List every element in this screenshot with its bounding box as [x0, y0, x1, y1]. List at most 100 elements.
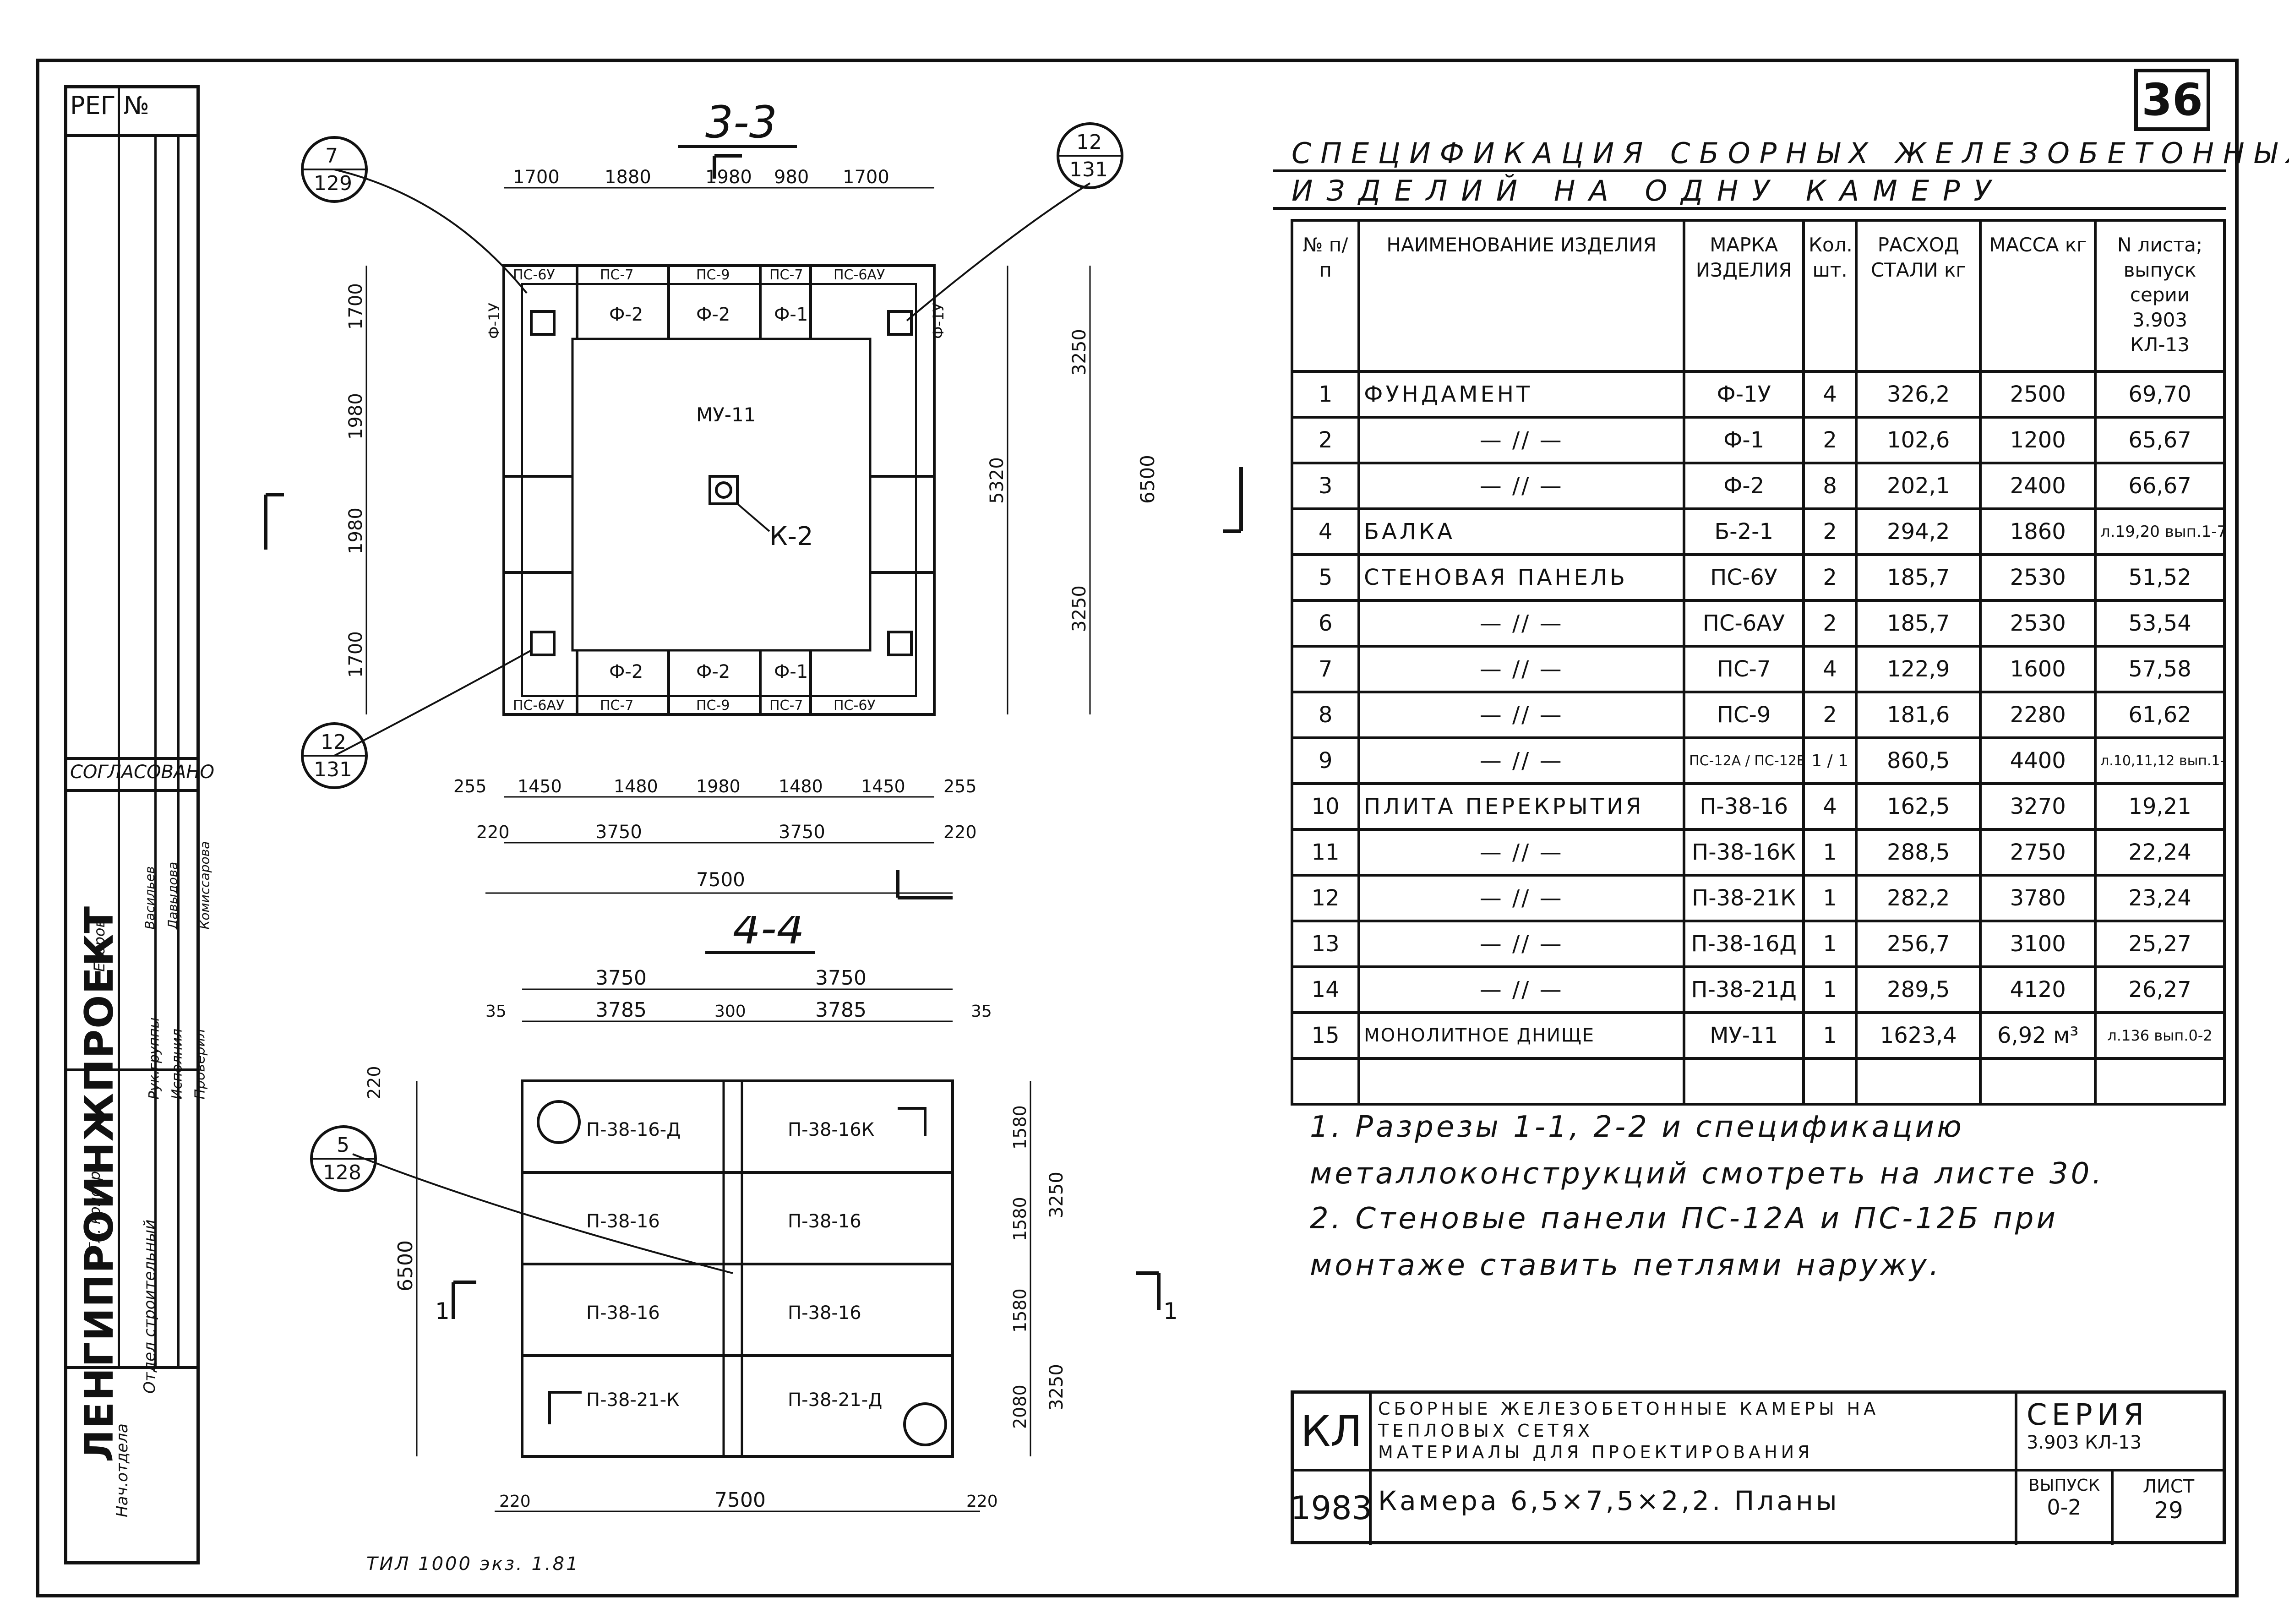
dim-label: 980 [774, 167, 809, 188]
cell-steel: 289,5 [1855, 965, 1982, 1014]
table-row: 7 — // — ПС-7 4 122,9 1600 57,58 [1290, 645, 2226, 693]
stamp-row-chief: Гл. констр. [86, 1166, 104, 1251]
cell-name: — // — [1357, 828, 1686, 877]
dim-label: 1700 [843, 167, 889, 188]
cell-steel: 294,2 [1855, 507, 1982, 556]
dim-label: 1480 [779, 776, 823, 796]
dim-label: 3250 [1069, 329, 1090, 376]
cell-name: — // — [1357, 645, 1686, 693]
dim-label: 3785 [815, 998, 867, 1022]
cell-mark: П-38-16 [1683, 782, 1805, 831]
cell-mass: 2280 [1979, 691, 2097, 739]
dim-label: 1450 [518, 776, 562, 796]
spec-title-underline [1273, 169, 2226, 172]
corner-foundation-label: Ф-1У [930, 303, 947, 339]
leader-line [334, 649, 532, 757]
cell-name: СТЕНОВАЯ ПАНЕЛЬ [1357, 553, 1686, 602]
cell-qty: 2 [1802, 507, 1858, 556]
empty-cell [2094, 1057, 2226, 1106]
dim-label: 1580 [1010, 1197, 1030, 1241]
cell-mass: 1200 [1979, 416, 2097, 464]
cell-mass: 1600 [1979, 645, 2097, 693]
cell-steel: 122,9 [1855, 645, 1982, 693]
cell-steel: 288,5 [1855, 828, 1982, 877]
cell-num: 6 [1290, 599, 1361, 648]
cell-mark: П-38-16К [1683, 828, 1805, 877]
cell-qty: 1 [1802, 920, 1858, 968]
cell-mark: Ф-2 [1683, 462, 1805, 510]
dim-label: 1700 [513, 167, 560, 188]
dim-label: 300 [714, 1002, 746, 1021]
spec-title-line-1: СПЕЦИФИКАЦИЯ СБОРНЫХ ЖЕЛЕЗОБЕТОННЫХ [1292, 136, 2289, 170]
cell-steel: 185,7 [1855, 553, 1982, 602]
cell-qty: 8 [1802, 462, 1858, 510]
bottom-slab-label: МУ-11 [696, 403, 756, 426]
cell-steel: 256,7 [1855, 920, 1982, 968]
dim-label: 255 [453, 776, 487, 796]
spec-title-line-2: ИЗДЕЛИЙ НА ОДНУ КАМЕРУ [1292, 174, 2005, 207]
table-row: 2 — // — Ф-1 2 102,6 1200 65,67 [1290, 416, 2226, 464]
hatch-opening [530, 631, 556, 656]
cell-num: 5 [1290, 553, 1361, 602]
table-row: 13 — // — П-38-16Д 1 256,7 3100 25,27 [1290, 920, 2226, 968]
dim-label: 5320 [986, 457, 1008, 504]
header-num: № п/п [1290, 219, 1361, 373]
cell-name: — // — [1357, 599, 1686, 648]
note-1: 1. Разрезы 1-1, 2-2 и спецификацию метал… [1310, 1110, 2104, 1191]
cell-steel: 181,6 [1855, 691, 1982, 739]
cell-steel: 185,7 [1855, 599, 1982, 648]
foundation-label: Ф-2 [609, 304, 643, 325]
stamp-agreed-label: СОГЛАСОВАНО [70, 762, 214, 783]
dim-label: 220 [966, 1492, 998, 1511]
left-stamp-block: РЕГ № СОГЛАСОВАНО ЛЕНГИПРОИНЖПРОЕКТ Нач.… [64, 85, 214, 1564]
header-sheet: N листа; выпуск серии 3.903 КЛ-13 [2094, 219, 2226, 373]
note-2: 2. Стеновые панели ПС-12А и ПС-12Б при м… [1310, 1202, 2058, 1283]
cell-qty: 1 [1802, 965, 1858, 1014]
cell-qty: 2 [1802, 691, 1858, 739]
tb-year: 1983 [1290, 1489, 1373, 1527]
cell-mass: 3270 [1979, 782, 2097, 831]
cell-mark: ПС-6У [1683, 553, 1805, 602]
leader-line [352, 1153, 733, 1274]
hatch-opening [530, 310, 556, 336]
cell-num: 1 [1290, 370, 1361, 419]
empty-cell [1855, 1057, 1982, 1106]
header-qty: Кол. шт. [1802, 219, 1858, 373]
dim-label: 255 [943, 776, 977, 796]
cell-qty: 1 [1802, 874, 1858, 922]
table-row: 15 МОНОЛИТНОЕ ДНИЩЕ МУ-11 1 1623,4 6,92 … [1290, 1011, 2226, 1060]
cell-mass: 6,92 м³ [1979, 1011, 2097, 1060]
sump-circle [715, 481, 732, 499]
panel-label: ПС-9 [696, 698, 730, 714]
cell-sheet: 66,67 [2094, 462, 2226, 510]
panel-label: ПС-6АУ [513, 698, 564, 714]
dim-label: 1980 [705, 167, 752, 188]
empty-cell [1290, 1057, 1361, 1106]
cell-mass: 2750 [1979, 828, 2097, 877]
panel-label: ПС-6У [513, 267, 555, 283]
inner-wall [521, 283, 917, 697]
cut-label: 1 [435, 1298, 450, 1324]
tb-drawing-title-cell: Камера 6,5×7,5×2,2. Планы [1372, 1471, 2017, 1545]
stamp-row-head: Нач.отдела [113, 1423, 131, 1517]
panel-label: ПС-7 [600, 267, 633, 283]
stamp-row-executor: Исполнил [169, 1029, 185, 1100]
tb-code: КЛ [1300, 1406, 1362, 1456]
foundation-label: Ф-2 [696, 661, 730, 682]
cell-name: БАЛКА [1357, 507, 1686, 556]
sump-k2 [708, 475, 739, 505]
hatch-corner [548, 1391, 582, 1424]
tb-series-label: СЕРИЯ [2027, 1398, 2149, 1432]
stamp-divider [67, 757, 196, 760]
cell-sheet: 69,70 [2094, 370, 2226, 419]
title-block: КЛ 1983 СБОРНЫЕ ЖЕЛЕЗОБЕТОННЫЕ КАМЕРЫ НА… [1290, 1390, 2226, 1545]
dim-label: 3750 [595, 822, 642, 843]
dim-label: 220 [499, 1492, 531, 1511]
cell-mass: 2530 [1979, 553, 2097, 602]
empty-cell [1357, 1057, 1686, 1106]
cell-sheet: 22,24 [2094, 828, 2226, 877]
sheet-number-box: 36 [2134, 69, 2210, 131]
slab-label: П-38-16 [586, 1211, 660, 1232]
stamp-divider [118, 88, 120, 1366]
panel-label: ПС-7 [769, 698, 803, 714]
